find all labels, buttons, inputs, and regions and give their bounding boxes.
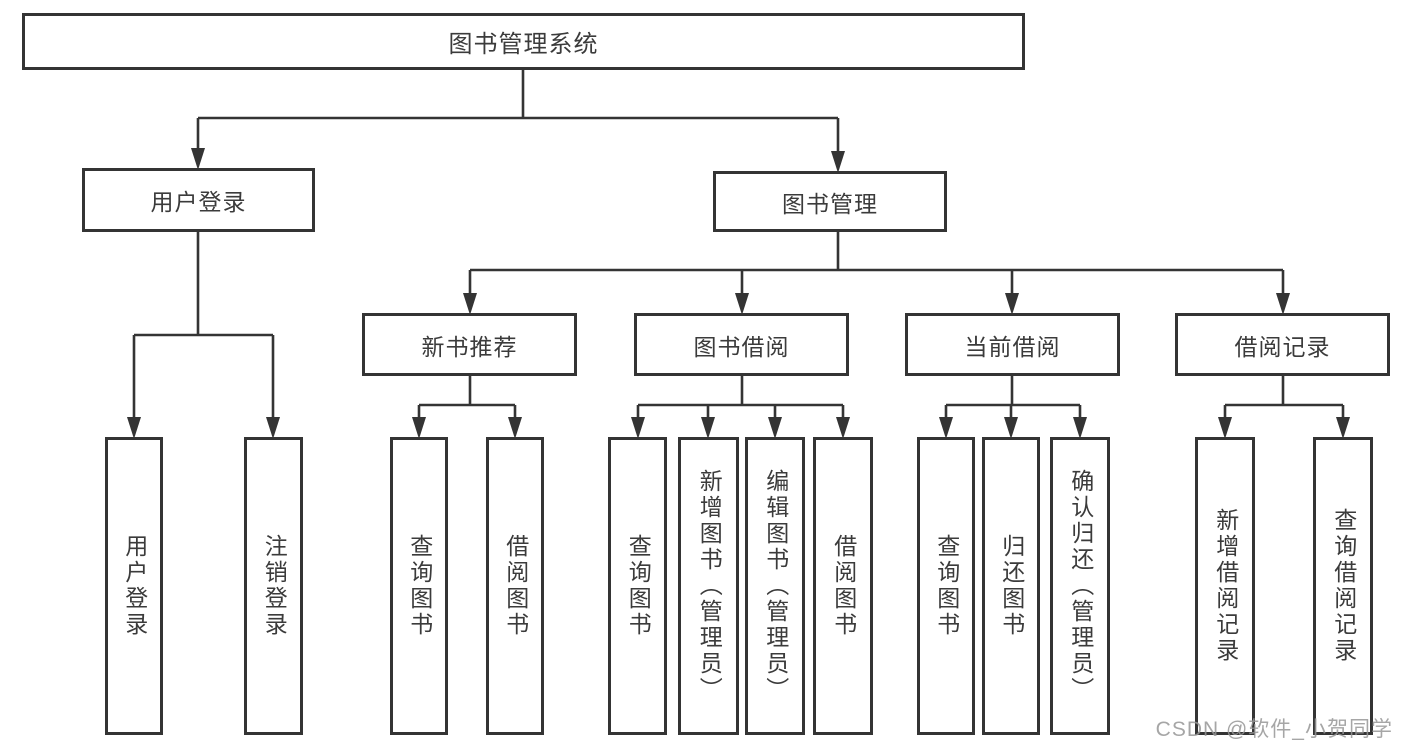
leaf-return-book: 归还图书 [982,437,1040,735]
leaf-confirm-return-admin: 确认归还（管理员） [1050,437,1110,735]
node-user-login-label: 用户登录 [150,189,247,215]
node-book-management: 图书管理 [713,171,947,232]
leaf-add-borrow-record: 新增借阅记录 [1195,437,1255,735]
node-book-borrow-label: 图书借阅 [693,333,790,360]
leaf-edit-book-admin: 编辑图书（管理员） [745,437,805,735]
watermark: CSDN @软件_小贺同学 [1155,718,1393,741]
node-book-management-label: 图书管理 [782,190,878,217]
leaf-query-borrow-record: 查询借阅记录 [1313,437,1373,735]
node-current-borrow: 当前借阅 [905,313,1120,376]
leaf-query-book-under-recommend: 查询图书 [390,437,448,735]
node-borrow-record: 借阅记录 [1175,313,1390,376]
node-borrow-record-label: 借阅记录 [1234,333,1331,360]
leaf-borrow-book-under-recommend: 借阅图书 [486,437,544,735]
node-user-login: 用户登录 [82,168,315,232]
node-root: 图书管理系统 [22,13,1025,70]
leaf-borrow-book-under-borrow: 借阅图书 [813,437,873,735]
node-new-book-recommend-label: 新书推荐 [421,333,518,360]
arrowhead-icons [127,148,1350,439]
leaf-logout: 注销登录 [244,437,303,735]
node-current-borrow-label: 当前借阅 [964,333,1061,360]
leaf-add-book-admin: 新增图书（管理员） [678,437,739,735]
leaf-query-book-under-borrow: 查询图书 [608,437,667,735]
node-new-book-recommend: 新书推荐 [362,313,577,376]
leaf-user-login: 用户登录 [105,437,163,735]
leaf-query-book-under-current: 查询图书 [917,437,975,735]
node-book-borrow: 图书借阅 [634,313,849,376]
node-root-label: 图书管理系统 [448,31,599,58]
